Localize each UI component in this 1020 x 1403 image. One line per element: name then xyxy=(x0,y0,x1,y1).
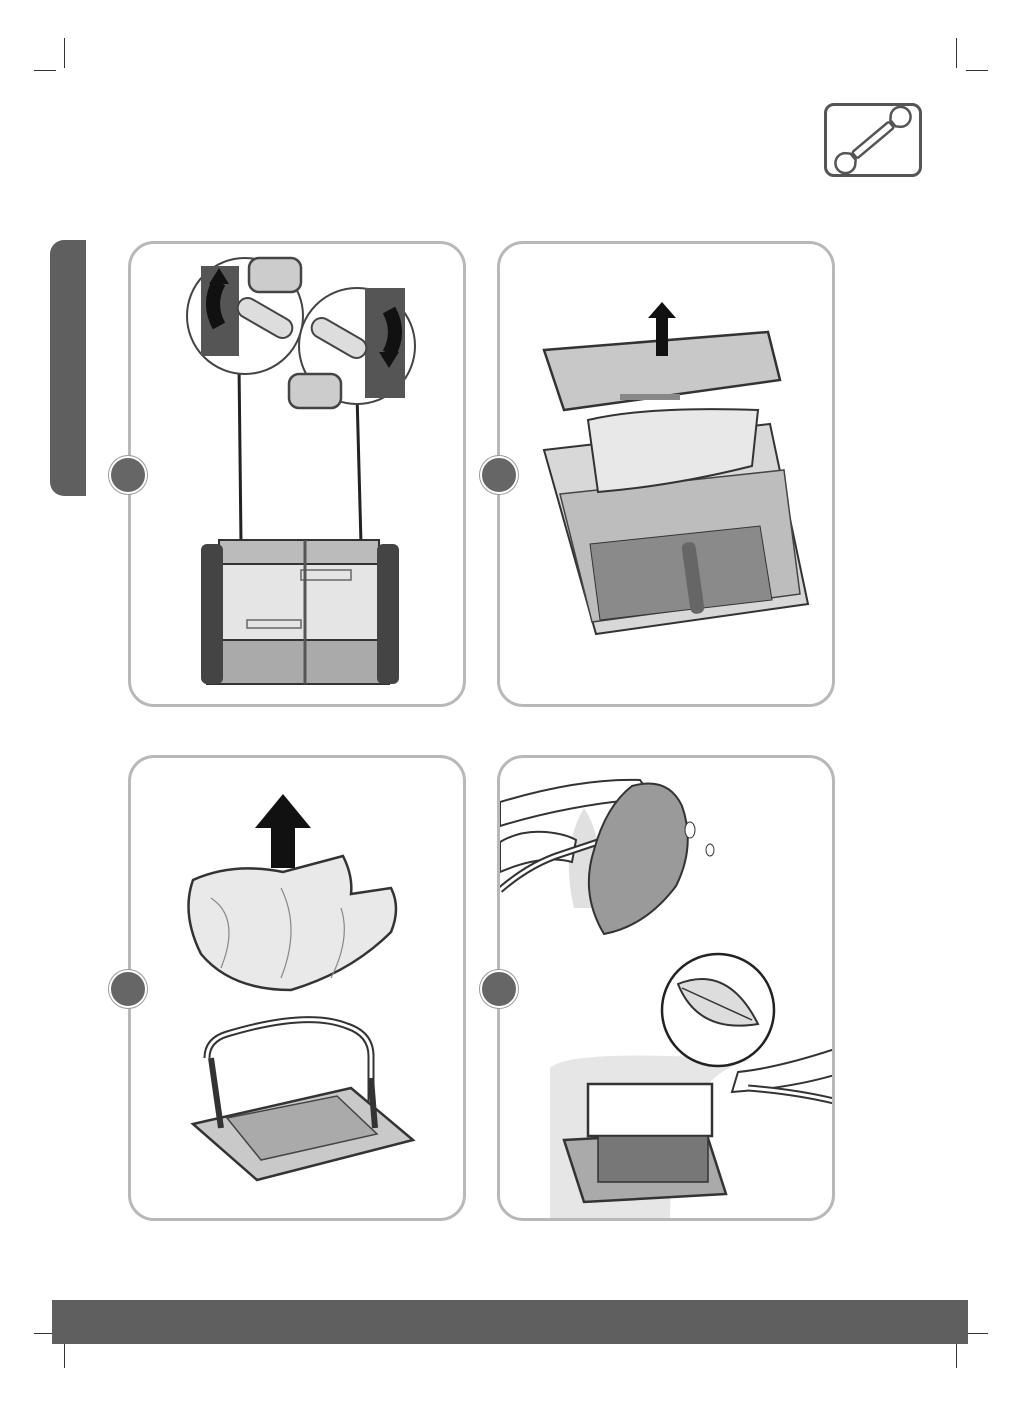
crop-mark xyxy=(34,70,56,71)
step-panel-4 xyxy=(497,755,835,1221)
step-marker-4 xyxy=(480,970,518,1008)
open-latches-diagram xyxy=(131,244,466,707)
step-marker-1 xyxy=(109,456,147,494)
step-panel-1 xyxy=(128,241,466,707)
footer-bar xyxy=(52,1300,968,1344)
remove-filter-bag-diagram xyxy=(131,758,466,1221)
crop-mark xyxy=(64,38,65,68)
wrench-icon xyxy=(824,103,922,177)
crop-mark xyxy=(966,70,988,71)
rinse-filter-diagram xyxy=(500,758,835,1221)
step-panel-3 xyxy=(128,755,466,1221)
crop-mark xyxy=(956,38,957,68)
crop-mark xyxy=(966,1333,988,1334)
lift-filter-lid-diagram xyxy=(500,244,835,707)
section-tab xyxy=(50,240,86,496)
step-panel-2 xyxy=(497,241,835,707)
step-marker-3 xyxy=(109,970,147,1008)
step-marker-2 xyxy=(480,456,518,494)
